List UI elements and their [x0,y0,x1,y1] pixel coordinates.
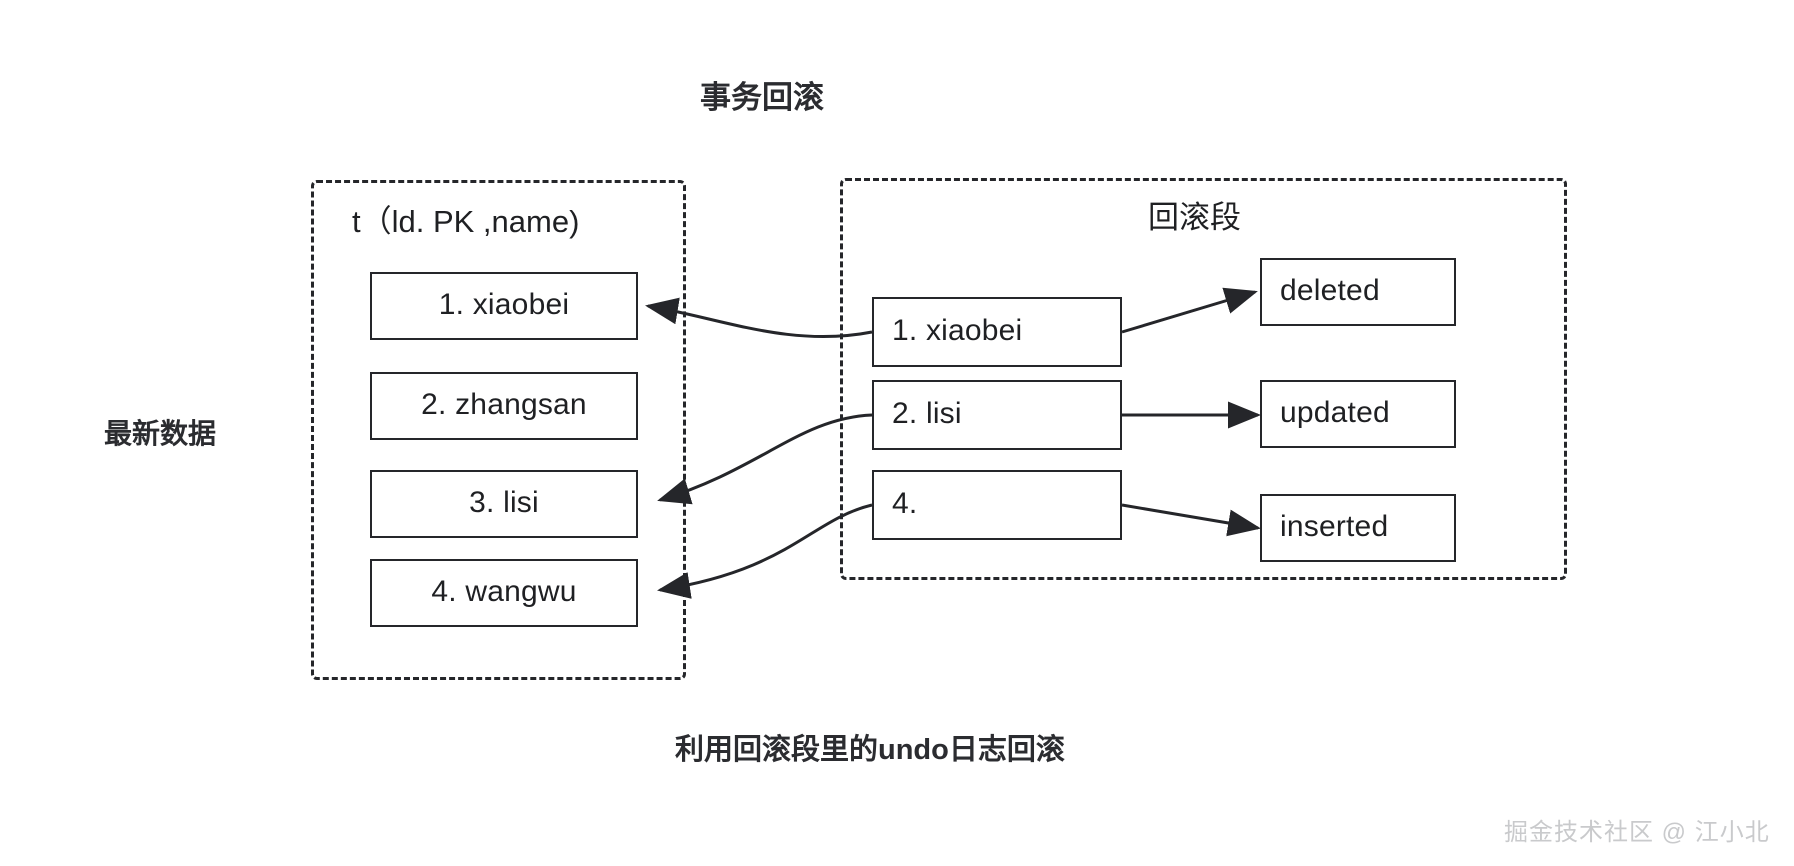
operation-label: updated [1280,396,1390,429]
page-title: 事务回滚 [700,80,824,115]
table-region-title: t（ld. PK ,name) [352,204,580,239]
table-row-label: 4. wangwu [431,575,577,608]
operation-badge-inserted[interactable]: inserted [1260,494,1456,562]
watermark: 掘金技术社区 @ 江小北 [1504,819,1770,846]
operation-label: deleted [1280,274,1380,307]
diagram-caption: 利用回滚段里的undo日志回滚 [675,734,1065,766]
table-row[interactable]: 1. xiaobei [370,272,638,340]
undo-record[interactable]: 1. xiaobei [872,297,1122,367]
operation-badge-deleted[interactable]: deleted [1260,258,1456,326]
undo-record-label: 2. lisi [892,397,962,430]
undo-record[interactable]: 2. lisi [872,380,1122,450]
operation-label: inserted [1280,510,1389,543]
rollback-segment-region [840,178,1567,580]
rollback-segment-title: 回滚段 [1148,200,1241,235]
table-row-label: 1. xiaobei [438,288,570,321]
table-row[interactable]: 4. wangwu [370,559,638,627]
table-row-label: 2. zhangsan [421,388,587,421]
latest-data-label: 最新数据 [104,418,217,449]
operation-badge-updated[interactable]: updated [1260,380,1456,448]
table-row[interactable]: 3. lisi [370,470,638,538]
table-row-label: 3. lisi [469,486,539,519]
undo-record-label: 1. xiaobei [892,314,1023,347]
undo-record[interactable]: 4. [872,470,1122,540]
undo-record-label: 4. [892,487,918,520]
table-region [311,180,686,680]
table-row[interactable]: 2. zhangsan [370,372,638,440]
